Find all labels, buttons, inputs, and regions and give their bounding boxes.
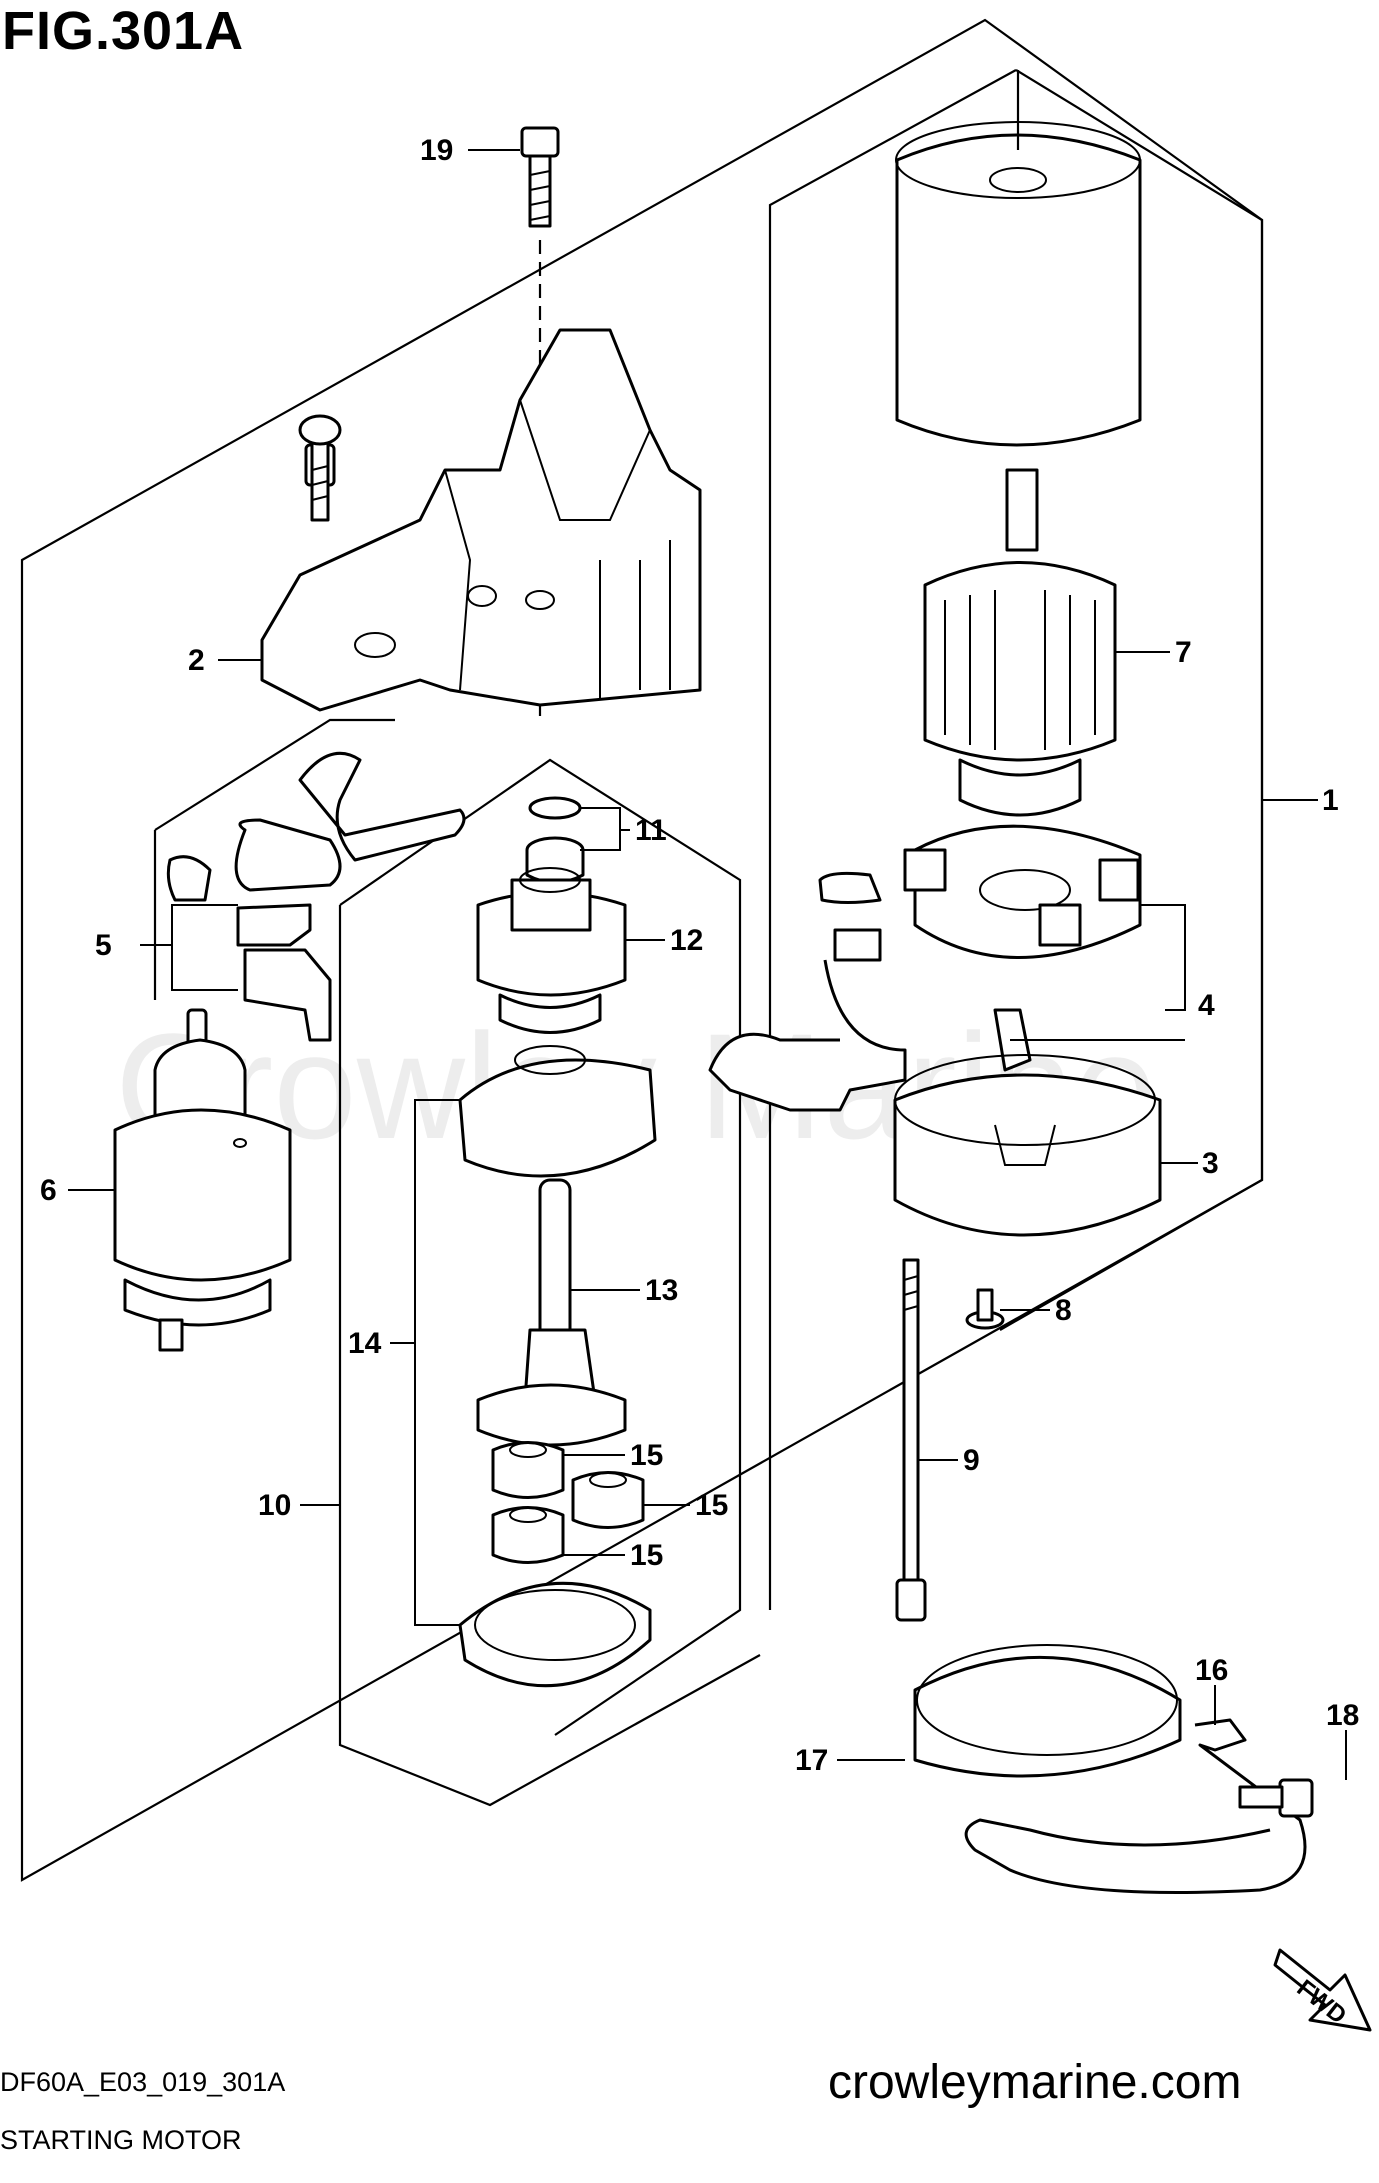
ring-gear [458, 1581, 652, 1688]
brush-holder-part-4 [708, 824, 1142, 1112]
through-bolt-part-9 [895, 1258, 927, 1622]
callout-15a: 15 [630, 1439, 663, 1472]
planet-gear-part-15-c [491, 1506, 565, 1564]
armature-part-7 [923, 468, 1117, 817]
callout-18: 18 [1326, 1699, 1359, 1732]
bracket-part-16 [964, 1718, 1307, 1894]
clip-part-11 [525, 796, 585, 884]
assembly-frame-solenoid [154, 718, 395, 831]
forward-direction-arrow [1273, 1948, 1372, 2032]
website-label: crowleymarine.com [828, 2056, 1242, 2109]
screw-part-8 [965, 1288, 1005, 1330]
callout-14: 14 [348, 1327, 382, 1360]
end-cover-part-3 [893, 1054, 1162, 1237]
figure-title: FIG.301A [2, 1, 245, 61]
drive-plate-part-14 [458, 1045, 657, 1178]
callout-10: 10 [258, 1489, 291, 1522]
rubber-band-part-17 [913, 1644, 1182, 1778]
motor-yoke [895, 70, 1142, 447]
callout-16: 16 [1195, 1654, 1228, 1687]
assembly-frame-drive [339, 758, 742, 1736]
pinion-gear-part-12 [476, 867, 627, 1034]
callout-2: 2 [188, 644, 205, 677]
callout-17: 17 [795, 1744, 828, 1777]
callout-19: 19 [420, 134, 453, 167]
callout-5: 5 [95, 929, 112, 962]
solenoid-part-6 [113, 1008, 292, 1352]
bolt-part-19 [520, 126, 560, 720]
callout-15c: 15 [630, 1539, 663, 1572]
leader-line-11 [580, 807, 621, 851]
callout-15b: 15 [695, 1489, 728, 1522]
leader-line-5b [171, 945, 238, 991]
diagram-code: DF60A_E03_019_301A [0, 2067, 286, 2097]
leader-line-5 [140, 904, 238, 946]
output-shaft-part-13 [476, 1178, 627, 1447]
lever-set-part-5 [166, 751, 466, 1042]
callout-9: 9 [963, 1444, 980, 1477]
callout-11: 11 [635, 814, 667, 847]
leader-line-14 [414, 1099, 460, 1626]
drive-housing-part-2 [260, 328, 702, 712]
assembly-frame-motor [999, 69, 1264, 1331]
callout-6: 6 [40, 1174, 57, 1207]
bolt-part-18 [1238, 1778, 1314, 1818]
diagram-subtitle: STARTING MOTOR [0, 2125, 242, 2155]
assembly-frame-drive-left [338, 905, 761, 1807]
planet-gear-part-15-a [491, 1441, 565, 1499]
callout-1: 1 [1322, 784, 1339, 817]
assembly-frame-motor-left [768, 69, 1017, 1610]
leader-line-4 [1140, 904, 1186, 1011]
callout-8: 8 [1055, 1294, 1072, 1327]
callout-3: 3 [1202, 1147, 1219, 1180]
callout-12: 12 [670, 924, 703, 957]
callout-7: 7 [1175, 636, 1192, 669]
callout-4: 4 [1198, 989, 1215, 1022]
planet-gear-part-15-b [571, 1471, 645, 1529]
callout-13: 13 [645, 1274, 678, 1307]
